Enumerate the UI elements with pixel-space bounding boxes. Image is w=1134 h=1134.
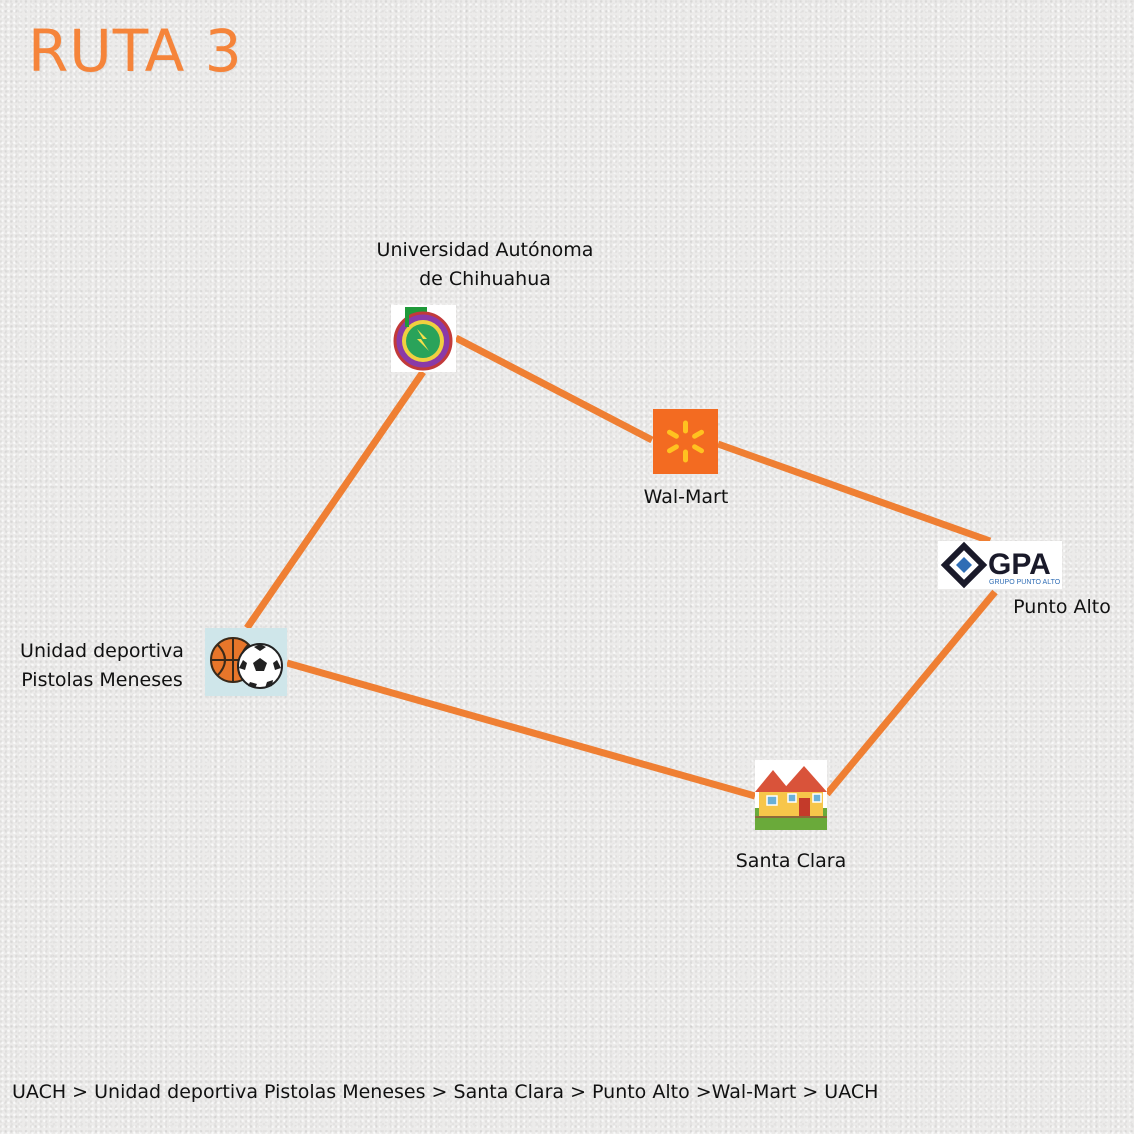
university-seal-icon — [391, 305, 456, 372]
gpa-logo-text: GPA — [988, 548, 1051, 581]
route-segment-walmart-uach — [454, 334, 654, 444]
gpa-logo-subtext: GRUPO PUNTO ALTO — [989, 579, 1061, 586]
route-segment-uach-deportiva — [244, 370, 426, 630]
santa-clara-label: Santa Clara — [735, 850, 847, 872]
deportiva-label-line1: Unidad deportiva — [20, 640, 184, 662]
walmart-label: Wal-Mart — [643, 486, 729, 508]
deportiva-label: Unidad deportiva Pistolas Meneses — [4, 637, 200, 695]
uach-label-line2: de Chihuahua — [419, 268, 551, 290]
punto-alto-label: Punto Alto — [1013, 596, 1111, 618]
walmart-spark-icon — [653, 409, 718, 474]
uach-label-line1: Universidad Autónoma — [376, 239, 594, 261]
uach-label: Universidad Autónoma de Chihuahua — [340, 236, 630, 294]
route-segment-santaclara-puntoalto — [824, 589, 998, 797]
page-title: RUTA 3 — [28, 17, 243, 85]
houses-icon — [755, 760, 827, 830]
route-summary: UACH > Unidad deportiva Pistolas Meneses… — [12, 1081, 879, 1103]
deportiva-label-line2: Pistolas Meneses — [21, 669, 183, 691]
sports-balls-icon — [205, 628, 287, 696]
route-segment-deportiva-santaclara — [286, 659, 756, 800]
route-segment-puntoalto-walmart — [716, 440, 992, 545]
gpa-logo-icon: GPA GRUPO PUNTO ALTO — [938, 541, 1062, 589]
